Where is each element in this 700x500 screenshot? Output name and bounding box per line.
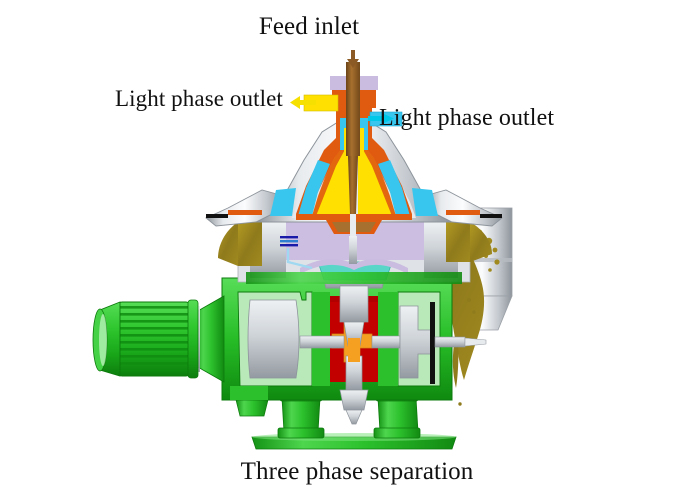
left-outlet-arrow-icon: [290, 96, 316, 109]
drive-motor: [92, 295, 225, 383]
heavy-phase-zone: [270, 160, 438, 216]
label-light-phase-outlet-right: Light phase outlet: [379, 105, 555, 131]
motor-cooling-fins: [120, 306, 188, 372]
right-outlet-arrow-icon: [368, 114, 394, 123]
horizontal-drive-shaft: [299, 302, 487, 384]
feed-inlet-arrow-icon: [347, 50, 359, 68]
label-caption: Three phase separation: [240, 458, 474, 485]
feed-inlet-pipe: [346, 62, 360, 264]
label-feed-inlet: Feed inlet: [258, 13, 360, 40]
label-light-phase-outlet-left: Light phase outlet: [115, 86, 283, 111]
